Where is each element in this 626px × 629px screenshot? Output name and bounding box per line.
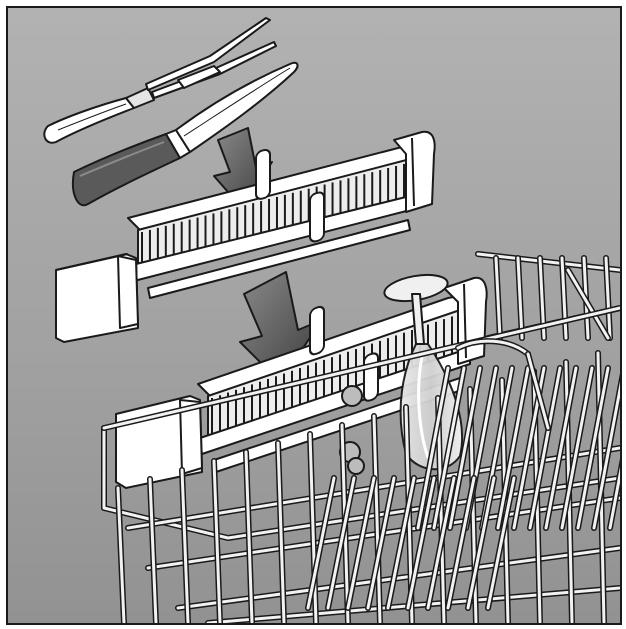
rack-post <box>244 450 254 623</box>
rack-wire <box>560 256 568 340</box>
rack-tine <box>346 476 376 610</box>
rack-rail <box>102 306 620 430</box>
rack-tine <box>406 476 436 610</box>
rack-wire <box>604 256 612 340</box>
rack-tine <box>306 476 336 610</box>
rack-post <box>308 432 318 623</box>
rack-front-wires <box>101 305 620 623</box>
rack-tine <box>426 476 456 610</box>
knife-basket-installation-illustration <box>8 8 620 623</box>
illustration-frame <box>6 6 622 625</box>
rack-tine <box>466 476 496 610</box>
carving-fork-icon <box>43 17 277 144</box>
mounted-knife-basket-icon <box>115 276 488 489</box>
wine-glass-icon <box>383 273 464 471</box>
rack-post <box>180 468 190 623</box>
rack-hook <box>526 352 550 430</box>
rack-tine <box>576 366 610 530</box>
rack-hook <box>456 339 530 356</box>
rack-wire <box>566 268 610 340</box>
rack-tine <box>528 366 562 530</box>
rack-post <box>436 396 446 623</box>
rack-tine <box>496 366 530 530</box>
rack-tine <box>608 466 620 530</box>
rack-tine <box>592 381 620 530</box>
rack-tine <box>544 366 578 530</box>
rack-tine <box>446 476 476 610</box>
rack-tine <box>326 476 356 610</box>
rack-wire <box>516 256 524 340</box>
rack-tine <box>560 366 594 530</box>
rack-tine <box>366 476 396 610</box>
rack-wire <box>494 256 502 340</box>
rack-tine <box>386 476 416 610</box>
rack-post <box>116 486 126 623</box>
rack-wire <box>476 252 620 272</box>
knife-basket-icon <box>55 130 436 343</box>
rack-tine <box>416 366 450 530</box>
rack-post <box>372 414 382 623</box>
rack-tine <box>448 366 482 530</box>
carving-knife-icon <box>72 61 299 207</box>
rack-post <box>276 441 286 623</box>
rack-post <box>212 459 222 623</box>
rack-post <box>148 477 158 623</box>
rack-tine <box>432 366 466 530</box>
rack-tine <box>486 476 516 610</box>
